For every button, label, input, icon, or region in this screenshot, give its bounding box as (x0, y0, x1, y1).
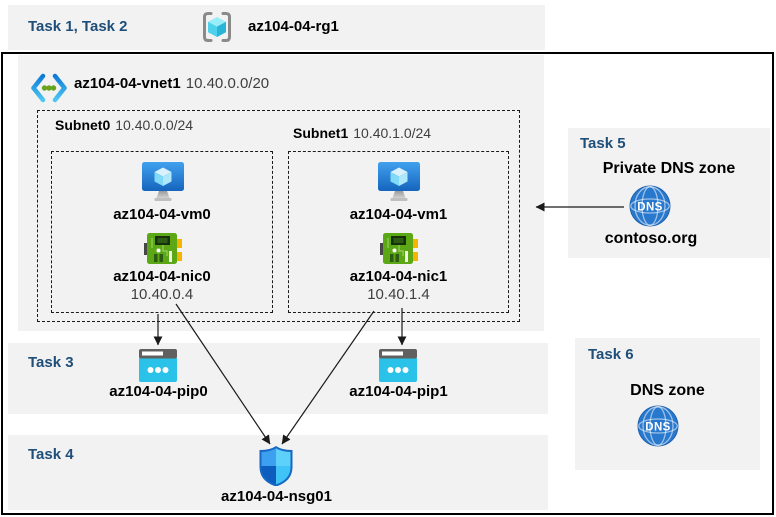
task3-label: Task 3 (28, 354, 74, 371)
resource-group-icon (203, 12, 231, 42)
nsg-shield-icon (259, 446, 293, 486)
private-dns-zone-name: contoso.org (604, 230, 698, 247)
pip1-label: az104-04-pip1 (349, 383, 448, 400)
tasks-1-2-label: Task 1, Task 2 (28, 18, 128, 35)
nic1-icon (380, 233, 418, 264)
pip0-icon (139, 349, 177, 382)
task6-box: Task 6 DNS zone DNS (575, 338, 760, 470)
vm0-icon (142, 162, 184, 201)
task4-label: Task 4 (28, 446, 74, 463)
subnet0-name: Subnet0 (55, 117, 111, 133)
pip0-label: az104-04-pip0 (109, 383, 208, 400)
subnet1-cidr: 10.40.1.0/24 (353, 125, 432, 141)
pip1-icon (379, 349, 417, 382)
task3-band: Task 3 az104-04-pip0 az104-04-pip1 (8, 343, 548, 414)
subnet1-name: Subnet1 (293, 125, 349, 141)
nic1-ip: 10.40.1.4 (367, 286, 430, 303)
subnet0-box: az104-04-vm0 az104-04-nic0 10.40.0 (51, 151, 273, 313)
tasks-1-2-band: Task 1, Task 2 az104-04-rg1 (8, 5, 545, 50)
nic0-label: az104-04-nic0 (113, 268, 211, 285)
vnet-cidr: 10.40.0.0/20 (185, 75, 270, 92)
task5-label: Task 5 (580, 135, 626, 152)
dns-zone-title: DNS zone (630, 382, 705, 399)
dns-zone-icon: DNS (637, 405, 679, 447)
resource-group-outline (1, 52, 774, 515)
task5-box: Task 5 Private DNS zone DNS contoso.org (568, 128, 770, 258)
nic1-label: az104-04-nic1 (349, 268, 448, 285)
vm1-icon (378, 162, 420, 201)
resource-group-name: az104-04-rg1 (248, 18, 339, 35)
vnet-name: az104-04-vnet1 (74, 75, 181, 92)
task6-label: Task 6 (588, 346, 634, 363)
dns-zone-icon-text: DNS (645, 422, 670, 434)
vm1-label: az104-04-vm1 (349, 206, 448, 223)
private-dns-icon: DNS (629, 185, 671, 227)
private-dns-zone-title: Private DNS zone (602, 160, 736, 177)
virtual-network-icon (31, 73, 67, 103)
nic0-icon (144, 233, 182, 264)
subnet1-box: az104-04-vm1 az104-04-nic1 10.40.1 (288, 151, 509, 313)
private-dns-icon-text: DNS (637, 202, 662, 214)
subnet0-cidr: 10.40.0.0/24 (115, 117, 194, 133)
nic0-ip: 10.40.0.4 (130, 286, 194, 303)
task4-band: Task 4 az104-04-nsg01 (8, 435, 548, 510)
vm0-label: az104-04-vm0 (113, 206, 211, 223)
nsg-label: az104-04-nsg01 (221, 488, 332, 505)
